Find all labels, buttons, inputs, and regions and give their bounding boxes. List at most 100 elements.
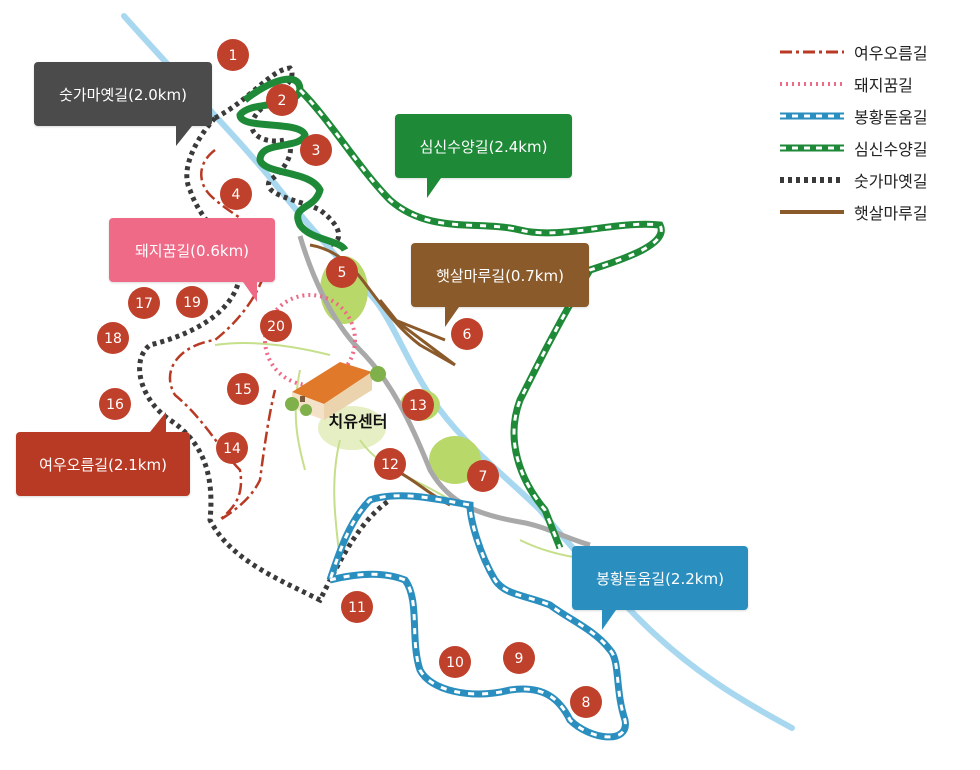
marker-number: 17: [135, 296, 153, 312]
marker-number: 6: [463, 327, 472, 343]
callout-dwae[interactable]: 돼지꿈길(0.6km): [109, 218, 275, 302]
marker-circle: [503, 642, 535, 674]
waypoint-marker[interactable]: 4: [220, 178, 252, 210]
legend-item-haet[interactable]: 햇살마루길: [778, 196, 973, 228]
marker-number: 8: [582, 695, 591, 711]
waypoint-marker[interactable]: 17: [128, 287, 160, 319]
waypoint-marker[interactable]: 18: [97, 322, 129, 354]
marker-circle: [220, 178, 252, 210]
field: [318, 406, 386, 450]
marker-number: 16: [106, 397, 124, 413]
marker-number: 12: [381, 457, 399, 473]
waypoint-marker[interactable]: 7: [467, 460, 499, 492]
marker-circle: [128, 287, 160, 319]
route-bong-inner: [328, 494, 627, 739]
waypoint-marker[interactable]: 15: [227, 373, 259, 405]
marker-circle: [217, 39, 249, 71]
callout-yeou[interactable]: 여우오름길(2.1km): [16, 412, 190, 496]
callout-sup-label: 숫가마옛길(2.0km): [59, 85, 187, 104]
marker-circle: [326, 256, 358, 288]
waypoint-marker[interactable]: 11: [341, 591, 373, 623]
legend-item-dwae[interactable]: 돼지꿈길: [778, 68, 973, 100]
waypoint-marker[interactable]: 1: [217, 39, 249, 71]
marker-number: 11: [348, 600, 366, 616]
waypoint-marker[interactable]: 20: [260, 310, 292, 342]
marker-number: 10: [446, 655, 464, 671]
solid-line-icon: [780, 210, 844, 214]
legend-item-yeou[interactable]: 여우오름길: [778, 36, 973, 68]
waypoint-marker[interactable]: 2: [266, 84, 298, 116]
marker-circle: [439, 646, 471, 678]
double-dashed-line-icon: [780, 112, 844, 120]
marker-circle: [451, 318, 483, 350]
marker-number: 15: [234, 382, 252, 398]
marker-circle: [300, 134, 332, 166]
waypoint-marker[interactable]: 8: [570, 686, 602, 718]
double-dashed-line-icon: [780, 144, 844, 152]
legend-label: 여우오름길: [854, 44, 928, 63]
waypoint-marker[interactable]: 12: [374, 448, 406, 480]
marker-number: 5: [338, 265, 347, 281]
route-yeou: [168, 149, 277, 522]
healing-center-building: [285, 362, 386, 420]
marker-circle: [467, 460, 499, 492]
marker-number: 3: [312, 143, 321, 159]
legend-item-bong[interactable]: 봉황돋움길: [778, 100, 973, 132]
legend-item-sim[interactable]: 심신수양길: [778, 132, 973, 164]
legend-label: 봉황돋움길: [854, 108, 928, 127]
road: [297, 235, 591, 548]
legend: 여우오름길 돼지꿈길 봉황돋움길 심신수양길 숫가마옛길 햇살마루길: [778, 36, 973, 228]
marker-circle: [260, 310, 292, 342]
marker-circle: [266, 84, 298, 116]
marker-circle: [570, 686, 602, 718]
route-sup: [137, 65, 392, 604]
dotted-line-icon: [780, 82, 844, 86]
waypoint-marker[interactable]: 10: [439, 646, 471, 678]
marker-number: 2: [278, 93, 287, 109]
route-sim-inner: [298, 88, 663, 549]
marker-number: 13: [409, 398, 427, 414]
legend-label: 숫가마옛길: [854, 172, 928, 191]
river: [121, 13, 795, 731]
footpath: [214, 342, 641, 566]
thick-dotted-line-icon: [780, 177, 844, 183]
dash-dot-line-icon: [780, 50, 844, 54]
waypoint-marker[interactable]: 6: [451, 318, 483, 350]
marker-circle: [402, 389, 434, 421]
waypoint-marker[interactable]: 13: [402, 389, 434, 421]
callout-sim[interactable]: 심신수양길(2.4km): [395, 114, 572, 198]
marker-circle: [374, 448, 406, 480]
marker-number: 18: [104, 331, 122, 347]
callout-sup[interactable]: 숫가마옛길(2.0km): [34, 62, 212, 146]
marker-circle: [216, 432, 248, 464]
marker-circle: [227, 373, 259, 405]
marker-circle: [99, 388, 131, 420]
callout-bong-label: 봉황돋움길(2.2km): [596, 569, 724, 588]
waypoint-marker[interactable]: 14: [216, 432, 248, 464]
marker-number: 1: [229, 48, 238, 64]
legend-label: 햇살마루길: [854, 204, 928, 223]
waypoint-marker[interactable]: 9: [503, 642, 535, 674]
waypoint-marker[interactable]: 19: [176, 286, 208, 318]
marker-circle: [176, 286, 208, 318]
legend-item-sup[interactable]: 숫가마옛길: [778, 164, 973, 196]
legend-label: 돼지꿈길: [854, 76, 913, 95]
waypoint-marker[interactable]: 3: [300, 134, 332, 166]
route-dwae: [263, 293, 357, 387]
callout-yeou-label: 여우오름길(2.1km): [39, 455, 167, 474]
marker-circle: [97, 322, 129, 354]
marker-number: 14: [223, 441, 241, 457]
marker-number: 7: [479, 469, 488, 485]
marker-number: 4: [232, 187, 241, 203]
marker-number: 20: [267, 319, 285, 335]
marker-circle: [341, 591, 373, 623]
marker-number: 9: [515, 651, 524, 667]
callout-bong[interactable]: 봉황돋움길(2.2km): [572, 546, 748, 630]
center-label: 치유센터: [328, 412, 388, 431]
marker-number: 19: [183, 295, 201, 311]
waypoint-marker[interactable]: 16: [99, 388, 131, 420]
callout-haet[interactable]: 햇살마루길(0.7km): [411, 243, 589, 327]
waypoint-marker[interactable]: 5: [326, 256, 358, 288]
